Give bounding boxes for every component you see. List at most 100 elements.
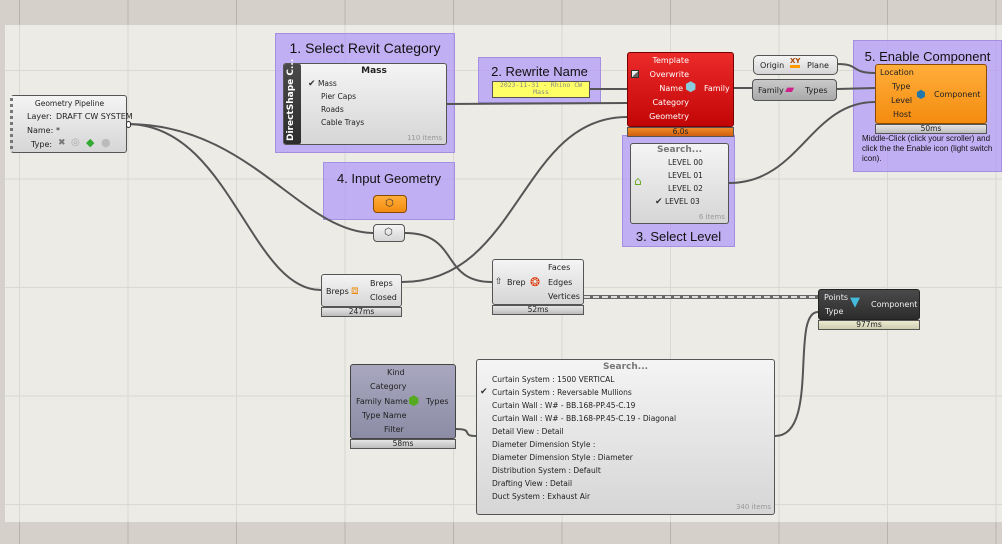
input-name[interactable]: Name <box>659 84 683 93</box>
list-item-selected[interactable]: Curtain System : Reversable Mullions <box>492 388 632 397</box>
list-item-selected[interactable]: ✔ LEVEL 03 <box>655 197 700 207</box>
group-title: 4. Input Geometry <box>336 171 442 186</box>
side-label-bar: DirectShape C... <box>284 59 301 144</box>
level-value-list[interactable]: Search... LEVEL 00 LEVEL 01 LEVEL 02 ✔ L… <box>630 143 729 224</box>
list-item[interactable]: Diameter Dimension Style : <box>492 440 596 449</box>
list-item[interactable]: Duct System : Exhaust Air <box>492 492 591 501</box>
geometry-pipeline-node[interactable]: Geometry Pipeline Layer: DRAFT CW SYSTEM… <box>10 95 133 153</box>
input-geometry[interactable]: Geometry <box>649 112 689 121</box>
list-item[interactable]: Diameter Dimension Style : Diameter <box>492 453 633 462</box>
brep-closed-node[interactable]: Breps ⧈ Breps Closed <box>321 274 402 307</box>
input-template[interactable]: Template <box>652 56 689 65</box>
input-breps[interactable]: Breps <box>326 287 349 296</box>
input-family-name[interactable]: Family Name <box>356 397 408 406</box>
geometry-relay-param[interactable]: ⬡ <box>373 224 405 242</box>
list-item-selected[interactable]: ✔ Mass <box>308 79 337 89</box>
group-title: 3. Select Level <box>635 229 722 244</box>
component-icon: ▼ <box>850 295 860 310</box>
output-breps[interactable]: Breps <box>370 279 393 288</box>
family-types-node[interactable]: Family ▰ Types <box>752 79 837 101</box>
component-name: DirectShape C... <box>286 58 296 141</box>
input-type-name[interactable]: Type Name <box>362 411 407 420</box>
point-component-node[interactable]: Points Type ▼ Component <box>818 289 920 320</box>
close-icon[interactable]: ✖ <box>58 138 66 148</box>
search-input[interactable]: Search... <box>602 362 649 372</box>
list-header: Mass <box>361 66 387 76</box>
output-port[interactable] <box>126 121 131 128</box>
list-item[interactable]: Curtain System : 1500 VERTICAL <box>492 375 615 384</box>
check-icon: ✔ <box>308 79 316 89</box>
output-faces[interactable]: Faces <box>548 263 571 272</box>
curve-icon[interactable]: ◎ <box>71 137 80 148</box>
list-item[interactable]: LEVEL 02 <box>668 184 703 193</box>
list-item[interactable]: Curtain Wall : W# - BB.168-PP.45-C.19 - … <box>492 414 677 423</box>
group-title: 2. Rewrite Name <box>491 64 588 79</box>
input-category[interactable]: Category <box>370 382 407 391</box>
geometry-param[interactable]: ⬡ <box>373 195 407 213</box>
family-cube-icon: ⬢ <box>685 80 697 95</box>
item-count: 340 items <box>735 503 771 511</box>
output-component[interactable]: Component <box>934 90 981 99</box>
input-type[interactable]: Type <box>825 307 844 316</box>
component-icon: ⬢ <box>916 88 926 101</box>
input-points[interactable]: Points <box>824 293 849 302</box>
brep-split-icon: ⧈ <box>351 283 359 297</box>
hexagon-icon: ⬡ <box>385 198 394 209</box>
canvas-ruler-top <box>0 0 1002 25</box>
list-item[interactable]: Roads <box>321 105 344 114</box>
input-level[interactable]: Level <box>891 96 913 105</box>
timer-bar: 52ms <box>492 305 584 315</box>
output-family[interactable]: Family <box>704 84 730 93</box>
type-value-list[interactable]: Search... Curtain System : 1500 VERTICAL… <box>476 359 775 515</box>
list-item[interactable]: Detail View : Detail <box>492 427 564 436</box>
toggle-icon[interactable] <box>631 70 639 78</box>
input-origin[interactable]: Origin <box>760 61 785 70</box>
category-value-list[interactable]: DirectShape C... Mass ✔ Mass Pier Caps R… <box>283 59 447 145</box>
input-location[interactable]: Location <box>880 68 914 77</box>
output-vertices[interactable]: Vertices <box>548 292 580 301</box>
name-panel[interactable]: 2023-11-31 - Rhino CW Mass <box>492 81 590 98</box>
output-edges[interactable]: Edges <box>548 278 573 287</box>
timer-bar: 977ms <box>818 320 920 330</box>
layer-value[interactable]: DRAFT CW SYSTEM <box>56 112 133 121</box>
node-title: Geometry Pipeline <box>34 99 105 108</box>
item-label: Mass <box>317 79 337 88</box>
list-item[interactable]: Pier Caps <box>321 92 357 101</box>
sphere-icon[interactable]: ● <box>101 136 111 149</box>
layer-label: Layer: <box>27 112 52 121</box>
timer-bar: 247ms <box>321 307 402 317</box>
item-count: 110 items <box>406 134 442 142</box>
flatten-icon[interactable]: ⇧ <box>495 277 503 287</box>
output-types[interactable]: Types <box>805 86 828 95</box>
output-types[interactable]: Types <box>426 397 449 406</box>
input-category[interactable]: Category <box>652 98 689 107</box>
deconstruct-icon: ❂ <box>530 275 541 289</box>
output-component[interactable]: Component <box>871 300 918 309</box>
output-plane[interactable]: Plane <box>807 61 829 70</box>
list-item[interactable]: Distribution System : Default <box>492 466 601 475</box>
input-kind[interactable]: Kind <box>387 368 405 377</box>
list-item[interactable]: LEVEL 01 <box>668 171 703 180</box>
input-brep[interactable]: Brep <box>507 278 526 287</box>
list-item[interactable]: Curtain Wall : W# - BB.168-PP.45-C.19 <box>492 401 636 410</box>
brep-icon[interactable]: ◆ <box>86 136 95 149</box>
new-family-node[interactable]: Template Overwrite Name Category Geometr… <box>627 52 734 127</box>
input-overwrite[interactable]: Overwrite <box>649 70 689 79</box>
hexagon-icon: ⬡ <box>384 227 393 238</box>
input-host[interactable]: Host <box>893 110 912 119</box>
input-filter[interactable]: Filter <box>384 425 404 434</box>
search-input[interactable]: Search... <box>656 145 703 155</box>
input-family[interactable]: Family <box>758 86 784 95</box>
add-component-node[interactable]: Location Type Level Host ⬢ Component <box>875 64 987 124</box>
xy-plane-node[interactable]: Origin XY Plane <box>753 55 838 75</box>
name-value[interactable]: * <box>56 126 60 135</box>
list-item[interactable]: LEVEL 00 <box>668 158 703 167</box>
output-closed[interactable]: Closed <box>370 293 397 302</box>
group-title: 1. Select Revit Category <box>289 40 441 56</box>
check-icon: ✔ <box>655 197 663 207</box>
input-type[interactable]: Type <box>892 82 911 91</box>
deconstruct-brep-node[interactable]: ⇧ Brep ❂ Faces Edges Vertices <box>492 259 584 305</box>
list-item[interactable]: Drafting View : Detail <box>492 479 573 488</box>
query-types-node[interactable]: Kind Category Family Name Type Name Filt… <box>350 364 456 439</box>
list-item[interactable]: Cable Trays <box>321 118 365 127</box>
